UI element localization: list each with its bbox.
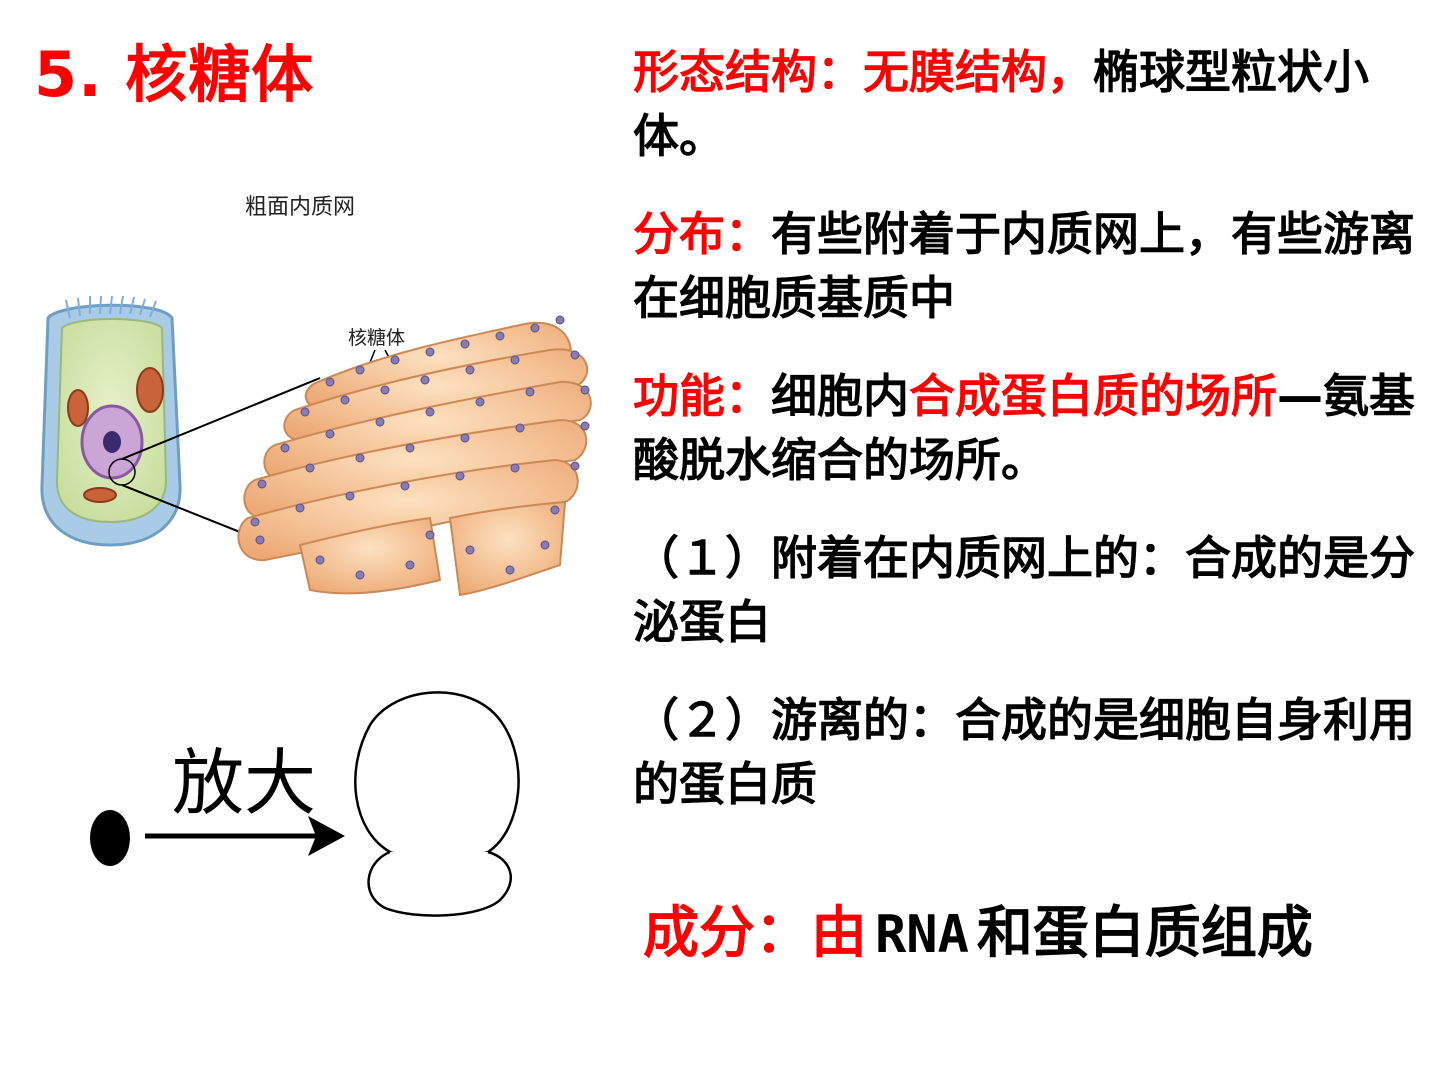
function-highlight: 合成蛋白质的场所 <box>909 369 1277 423</box>
rough-er-label: 粗面内质网 <box>245 195 355 220</box>
morphology-highlight: 无膜结构， <box>863 45 1093 99</box>
morphology-paragraph: 形态结构：无膜结构，椭球型粒状小体。 <box>633 40 1423 168</box>
function-text-after: —氨基酸脱水缩合的场所。 <box>633 369 1415 487</box>
free-ribosome-paragraph: （２）游离的：合成的是细胞自身利用的蛋白质 <box>633 693 1415 811</box>
ribosome-enlarge-diagram: 放大 <box>90 691 520 917</box>
enlarge-label: 放大 <box>172 741 316 825</box>
small-ribosome-dot <box>90 810 130 866</box>
ribosome-dots <box>250 315 590 580</box>
function-paragraph: 功能：细胞内合成蛋白质的场所—氨基酸脱水缩合的场所。 <box>633 364 1423 492</box>
distribution-paragraph: 分布：有些附着于内质网上，有些游离在细胞质基质中 <box>633 202 1423 330</box>
distribution-label: 分布： <box>633 207 771 261</box>
cell-drawing <box>40 295 182 547</box>
rough-er-illustration: 粗面内质网 核糖体 <box>40 195 592 597</box>
composition-text: 和蛋白质组成 <box>976 901 1313 966</box>
morphology-text: 椭球型粒状小体。 <box>633 45 1369 163</box>
rough-er-drawing <box>237 321 592 597</box>
ribosome-small-subunit <box>367 850 512 917</box>
enlarge-arrowhead <box>308 816 345 856</box>
morphology-label: 形态结构： <box>633 45 863 99</box>
function-text-before: 细胞内 <box>771 369 909 423</box>
composition-rna: RNA <box>875 905 969 965</box>
bound-ribosome-paragraph: （１）附着在内质网上的：合成的是分泌蛋白 <box>633 531 1415 649</box>
function-label: 功能： <box>633 369 771 423</box>
content-column: 形态结构：无膜结构，椭球型粒状小体。 分布：有些附着于内质网上，有些游离在细胞质… <box>633 40 1423 850</box>
slide-title: 5. 核糖体 <box>34 38 315 111</box>
distribution-text: 有些附着于内质网上，有些游离在细胞质基质中 <box>633 207 1415 325</box>
ribosome-large-subunit <box>354 691 520 859</box>
composition-label: 成分：由 <box>643 901 867 966</box>
zoom-line <box>121 377 321 460</box>
ribosome-label: 核糖体 <box>348 327 405 349</box>
zoom-line <box>121 484 261 541</box>
